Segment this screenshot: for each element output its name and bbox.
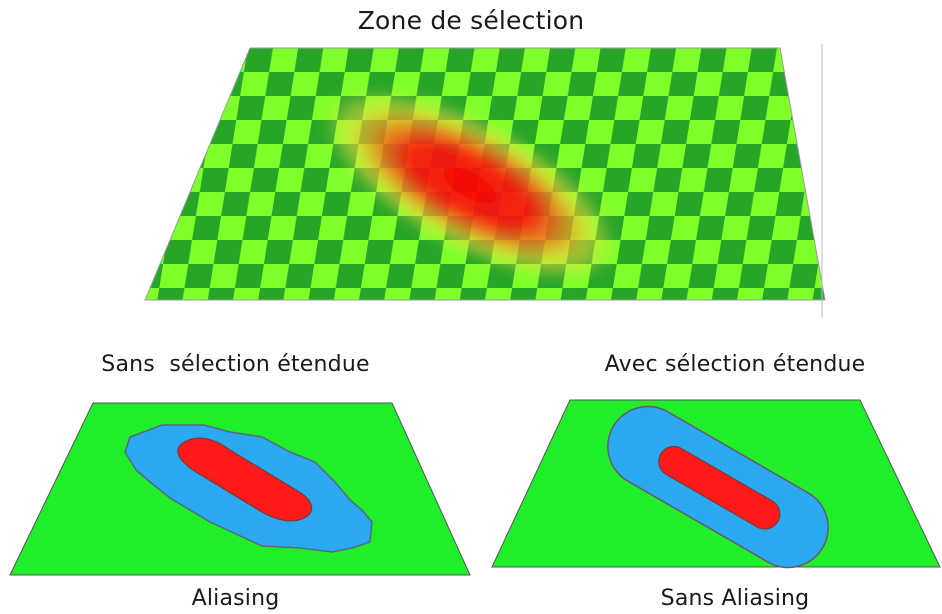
checkerboard-plane [144,47,826,301]
panel-heading-right: Avec sélection étendue [604,352,866,377]
antialiased-plane [491,399,941,569]
panel-caption-left: Aliasing [191,586,280,611]
panel-caption-right: Sans Aliasing [660,586,810,611]
panel-heading-left: Sans sélection étendue [101,352,370,377]
selection-core [177,437,313,522]
selection-core-smooth [658,445,781,530]
selection-heatmap [321,88,619,282]
figure-title: Zone de sélection [357,6,585,35]
aliased-plane [9,402,471,576]
